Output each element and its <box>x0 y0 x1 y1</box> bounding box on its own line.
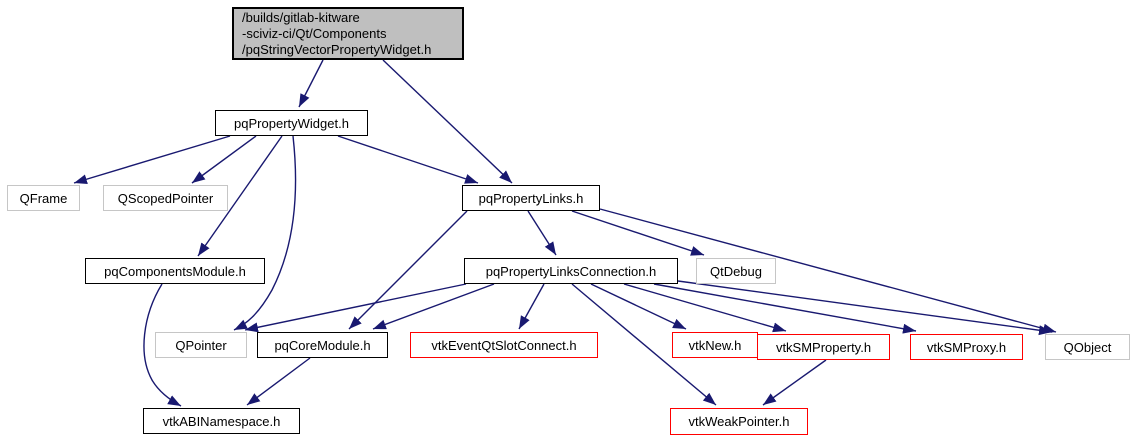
graph-node-vtknew-h[interactable]: vtkNew.h <box>672 332 758 358</box>
include-edge-pqpropertylinks-h-to-pqpropertylinksconnection-h <box>527 210 557 256</box>
include-edge-pqpropertylinks-h-to-pqcoremodule-h <box>348 210 468 330</box>
graph-node-qscopedpointer: QScopedPointer <box>103 185 228 211</box>
include-edge-pqpropertywidget-h-to-pqcomponentsmodule-h <box>197 135 283 257</box>
graph-node-qframe: QFrame <box>7 185 80 211</box>
include-edge-pqpropertylinksconnection-h-to-vtkweakpointer-h <box>571 283 717 406</box>
include-edge-pqpropertywidget-h-to-qscopedpointer <box>191 135 257 184</box>
include-edge-vtksmproperty-h-to-vtkweakpointer-h <box>762 359 827 406</box>
include-edge-pqpropertylinksconnection-h-to-vtkeventqtslotconnect-h <box>518 283 545 330</box>
graph-node-qtdebug: QtDebug <box>696 258 776 284</box>
include-edge-pqpropertywidget-h-to-qframe <box>73 135 231 185</box>
include-edge-pqpropertylinksconnection-h-to-pqcoremodule-h <box>372 283 495 330</box>
include-edge-pqpropertylinksconnection-h-to-vtknew-h <box>590 283 687 330</box>
include-edge-pqpropertylinksconnection-h-to-qobject <box>677 280 1053 336</box>
graph-node-pqcoremodule-h[interactable]: pqCoreModule.h <box>257 332 388 358</box>
include-edge-pqpropertywidget-h-to-pqpropertylinks-h <box>337 135 479 184</box>
graph-node-qpointer: QPointer <box>155 332 247 358</box>
graph-node-root: /builds/gitlab-kitware-sciviz-ci/Qt/Comp… <box>232 7 464 60</box>
root-file-path-line: /builds/gitlab-kitware <box>242 9 360 25</box>
include-edge-pqcomponentsmodule-h-to-vtkabinamespace-h <box>143 283 182 407</box>
graph-node-vtksmproperty-h[interactable]: vtkSMProperty.h <box>757 334 890 360</box>
graph-node-vtkeventqtslotconnect-h[interactable]: vtkEventQtSlotConnect.h <box>410 332 598 358</box>
include-edge-pqpropertylinks-h-to-qobject <box>599 208 1057 334</box>
graph-node-vtksmproxy-h[interactable]: vtkSMProxy.h <box>910 334 1023 360</box>
root-file-path-line: -sciviz-ci/Qt/Components <box>242 25 387 41</box>
graph-node-vtkweakpointer-h[interactable]: vtkWeakPointer.h <box>670 408 808 435</box>
include-edge-pqpropertylinks-h-to-qtdebug <box>571 210 705 256</box>
include-edge-root-to-pqpropertylinks-h <box>382 59 513 184</box>
include-edge-pqpropertylinksconnection-h-to-vtksmproperty-h <box>623 283 787 333</box>
include-edge-pqcoremodule-h-to-vtkabinamespace-h <box>246 357 311 406</box>
include-edge-root-to-pqpropertywidget-h <box>298 59 324 108</box>
graph-node-qobject: QObject <box>1045 334 1130 360</box>
include-edge-pqpropertywidget-h-to-qpointer <box>233 135 297 331</box>
graph-node-pqpropertywidget-h[interactable]: pqPropertyWidget.h <box>215 110 368 136</box>
graph-node-pqcomponentsmodule-h[interactable]: pqComponentsModule.h <box>85 258 265 284</box>
graph-node-pqpropertylinks-h[interactable]: pqPropertyLinks.h <box>462 185 600 211</box>
include-edge-pqpropertylinksconnection-h-to-qpointer <box>244 283 467 333</box>
root-file-path-line: /pqStringVectorPropertyWidget.h <box>242 41 432 57</box>
graph-node-pqpropertylinksconnection-h[interactable]: pqPropertyLinksConnection.h <box>464 258 678 284</box>
include-edge-pqpropertylinksconnection-h-to-vtksmproxy-h <box>653 283 917 334</box>
graph-node-vtkabinamespace-h[interactable]: vtkABINamespace.h <box>143 408 300 434</box>
